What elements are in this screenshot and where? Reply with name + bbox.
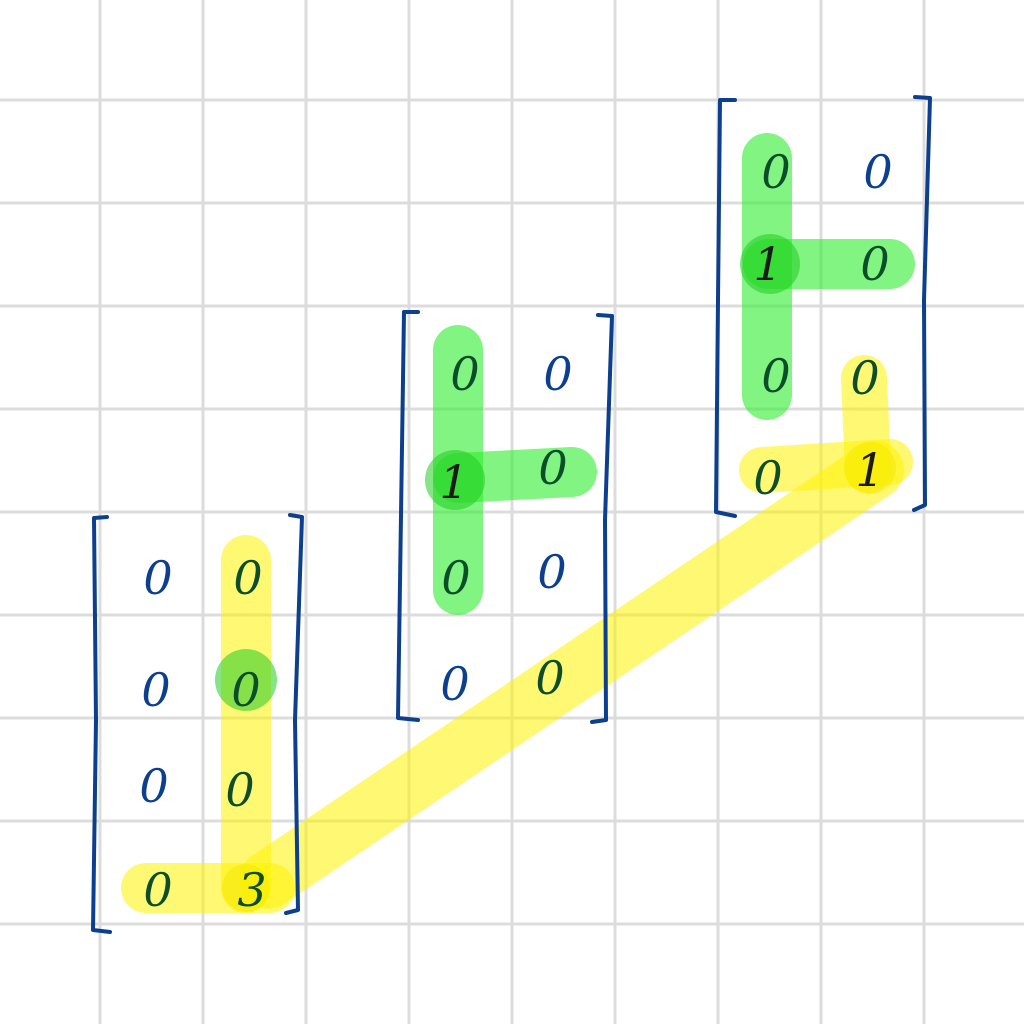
matrix-right-cell: 0 <box>753 451 782 505</box>
matrix-left-cell: 3 <box>237 863 266 917</box>
bracket-right-open <box>714 98 737 518</box>
matrix-right-cell: 0 <box>860 237 889 291</box>
matrix-left-cell: 0 <box>141 663 170 717</box>
matrix-middle: 0 0 1 0 0 0 0 0 <box>439 347 572 711</box>
yellow-highlight-dot <box>222 864 270 912</box>
matrix-middle-cell: 0 <box>538 441 567 495</box>
matrix-middle-cell: 0 <box>450 347 479 401</box>
yellow-connector-stroke <box>239 441 904 909</box>
matrix-right-cell: 0 <box>863 145 892 199</box>
matrix-left-cell: 0 <box>139 759 168 813</box>
bracket-middle-close <box>590 313 614 724</box>
matrix-left-cell: 0 <box>231 663 260 717</box>
green-highlights <box>215 133 915 711</box>
green-highlight-dot <box>740 234 800 294</box>
bracket-left-close <box>284 513 304 915</box>
matrix-right-cell: 0 <box>850 351 879 405</box>
bracket-left-open <box>91 515 112 934</box>
yellow-highlights <box>121 355 913 913</box>
matrix-right-cell: 0 <box>761 349 790 403</box>
yellow-highlight-dot <box>844 442 896 494</box>
matrix-middle-cell: 0 <box>537 545 566 599</box>
matrix-right-cell: 1 <box>855 443 884 497</box>
green-highlight-dot <box>425 450 485 510</box>
matrix-left-cell: 0 <box>233 551 262 605</box>
matrix-left-cell: 0 <box>143 551 172 605</box>
bracket-middle-open <box>396 310 420 722</box>
matrix-middle-cell: 0 <box>441 551 470 605</box>
green-highlight-dot <box>215 649 277 711</box>
matrix-middle-cell: 0 <box>535 651 564 705</box>
matrix-middle-cell: 1 <box>439 455 468 509</box>
matrix-left-cell: 0 <box>143 863 172 917</box>
matrix-middle-cell: 0 <box>440 657 469 711</box>
matrix-left-cell: 0 <box>225 763 254 817</box>
yellow-highlight-right-column <box>841 355 891 493</box>
matrix-right-cell: 0 <box>761 145 790 199</box>
matrix-brackets <box>91 95 932 934</box>
matrix-middle-cell: 0 <box>543 347 572 401</box>
bracket-right-close <box>912 95 932 512</box>
matrix-right: 0 0 1 0 0 0 0 1 <box>753 145 892 505</box>
matrix-left: 0 0 0 0 0 0 0 3 <box>139 551 266 917</box>
matrix-right-cell: 1 <box>753 237 782 291</box>
